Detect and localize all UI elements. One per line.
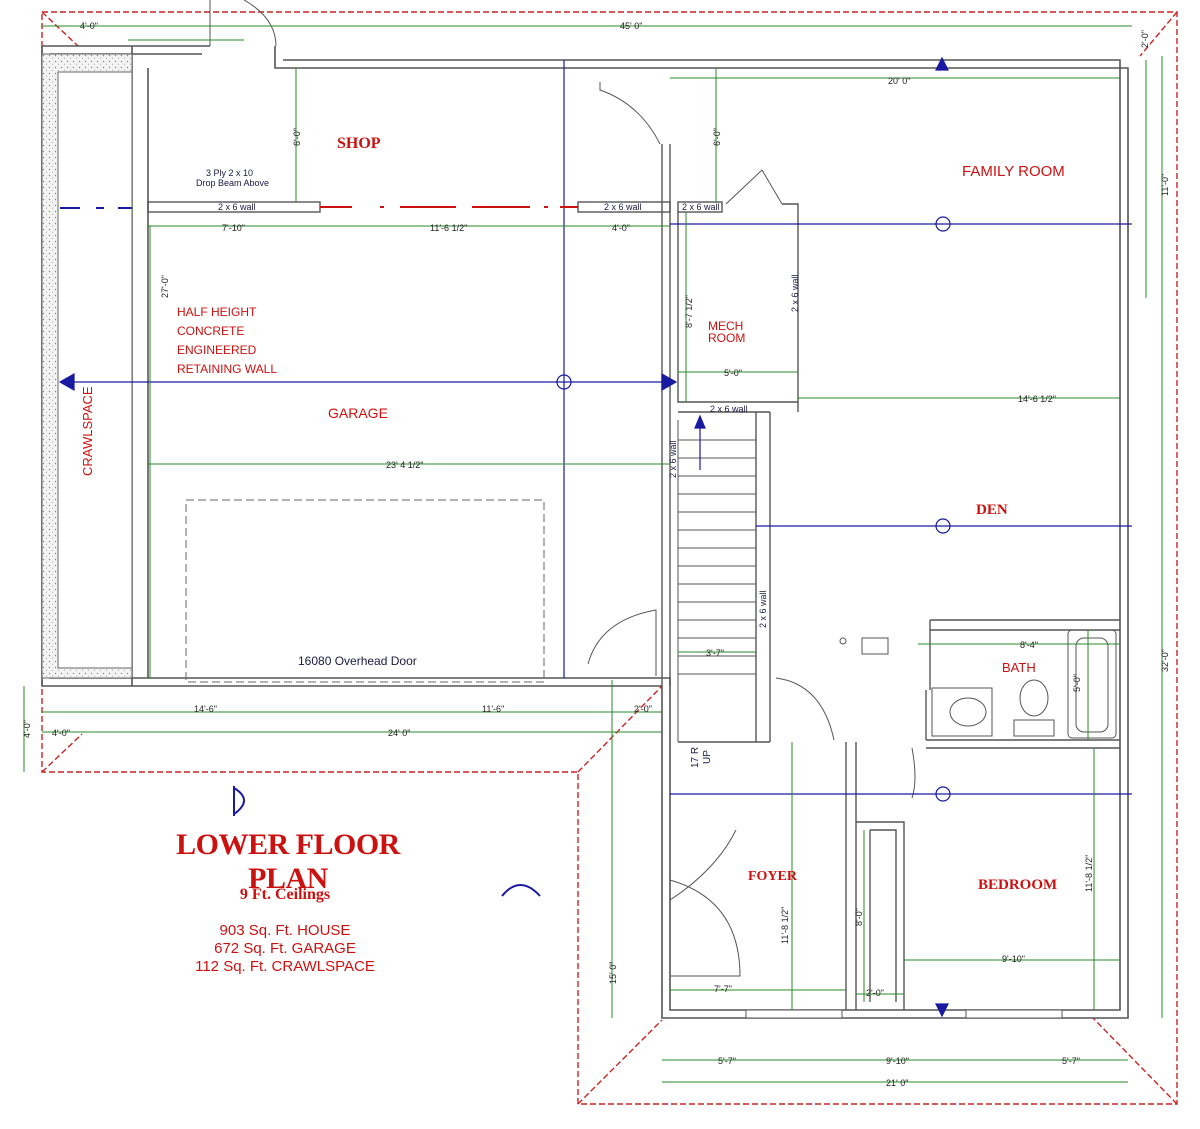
dim-11-8-half-bed: 11'-8 1/2" xyxy=(1084,855,1094,892)
dim-4-0-top: 4'-0" xyxy=(80,21,98,31)
dim-9-10-bed: 9'-10" xyxy=(1002,954,1025,964)
wall-note-line-4: RETAINING WALL xyxy=(177,362,277,376)
dim-15-0: 15' 0" xyxy=(608,962,618,984)
dim-4-0-side: 4'-0" xyxy=(22,720,32,738)
bath-fixtures xyxy=(839,629,1117,739)
dim-8-7-half: 8'-7 1/2" xyxy=(684,295,694,328)
room-label-garage: GARAGE xyxy=(328,405,388,421)
dim-6-0-family: 6'-0" xyxy=(712,128,722,146)
dim-6-0-shop: 6'-0" xyxy=(292,128,302,146)
room-label-shop: SHOP xyxy=(337,135,381,152)
room-label-mech-2: ROOM xyxy=(708,331,745,345)
beam-note-line-2: Drop Beam Above xyxy=(196,178,269,188)
staircase xyxy=(677,420,756,742)
dim-24-0: 24' 0" xyxy=(388,728,410,738)
dim-5-7-right: 5'-7" xyxy=(1062,1056,1080,1066)
interior-walls xyxy=(147,144,1120,1010)
wall-note-line-2: CONCRETE xyxy=(177,324,244,338)
area-crawlspace: 112 Sq. Ft. CRAWLSPACE xyxy=(195,958,375,975)
dim-9-10-bottom: 9'-10" xyxy=(886,1056,909,1066)
dim-8-4: 8'-4" xyxy=(1020,640,1038,650)
dim-5-0-bath: 5'-0" xyxy=(1072,674,1082,692)
wall-label-mech-bottom: 2 x 6 wall xyxy=(710,404,748,414)
dim-45-0: 45' 0" xyxy=(620,21,642,31)
dim-14-6-half: 14'-6 1/2" xyxy=(1018,394,1056,404)
dim-21-0: 21' 0" xyxy=(886,1078,908,1088)
wall-note-line-1: HALF HEIGHT xyxy=(177,305,257,319)
dim-7-10: 7'-10" xyxy=(222,223,245,233)
wall-label-stair-right: 2 x 6 wall xyxy=(758,590,768,628)
wall-note-line-3: ENGINEERED xyxy=(177,343,257,357)
dim-23-4-half: 23' 4 1/2" xyxy=(386,460,423,470)
windows xyxy=(745,1009,1063,1019)
beam-note-line-1: 3 Ply 2 x 10 xyxy=(206,168,253,178)
ceiling-height: 9 Ft. Ceilings xyxy=(239,886,331,903)
room-label-mech-1: MECH xyxy=(708,319,743,333)
dim-7-7: 7'-7" xyxy=(714,984,732,994)
doors xyxy=(209,0,916,977)
structural-axes xyxy=(58,56,1132,1018)
dim-32-0: 32'-0" xyxy=(1160,649,1170,672)
stairs-riser-label: 17 R xyxy=(690,747,701,768)
dim-2-0-top: 2'-0" xyxy=(1140,30,1150,48)
dim-11-6-half: 11'-6 1/2" xyxy=(430,223,467,233)
wall-label-mech-top: 2 x 6 wall xyxy=(682,202,720,212)
room-label-crawlspace: CRAWLSPACE xyxy=(80,386,95,476)
dim-5-0-mech: 5'-0" xyxy=(724,368,742,378)
wall-label-stair-left: 2 x 6 wall xyxy=(668,440,678,478)
section-markers xyxy=(233,786,541,897)
dim-5-7-left: 5'-7" xyxy=(718,1056,736,1066)
dim-3-7: 3'-7" xyxy=(706,648,724,658)
overhead-door xyxy=(185,499,545,683)
dim-11-8-half-foyer: 11'-8 1/2" xyxy=(780,907,790,944)
dim-14-6: 14'-6" xyxy=(194,704,217,714)
wall-label-shop-right: 2 x 6 wall xyxy=(604,202,642,212)
wall-label-mech-right: 2 x 6 wall xyxy=(790,274,800,312)
dim-11-0: 11'-0" xyxy=(1160,174,1170,196)
wall-label-shop-left: 2 x 6 wall xyxy=(218,202,256,212)
dim-2-0-bottom: 2'-0" xyxy=(634,704,652,714)
dim-4-0-mid: 4'-0" xyxy=(612,223,630,233)
dim-4-0-left: 4'-0" xyxy=(52,728,70,738)
room-label-bath: BATH xyxy=(1002,660,1036,675)
room-label-bedroom: BEDROOM xyxy=(978,877,1057,893)
dim-2-0-closet: 2'-0" xyxy=(866,988,884,998)
plan-title: LOWER FLOOR PLAN xyxy=(176,828,400,895)
stairs-up-label: UP xyxy=(702,750,713,764)
room-label-family-room: FAMILY ROOM xyxy=(962,163,1065,180)
overhead-door-label: 16080 Overhead Door xyxy=(298,654,417,668)
dim-27-0: 27'-0" xyxy=(160,275,170,298)
dim-8-0: 8'-0" xyxy=(854,908,864,926)
area-house: 903 Sq. Ft. HOUSE xyxy=(219,922,351,939)
dim-20-0: 20' 0" xyxy=(888,76,910,86)
dimension-lines xyxy=(23,25,1163,1083)
roof-outline xyxy=(41,11,1178,1105)
room-label-den: DEN xyxy=(976,502,1008,518)
dim-11-6: 11'-6" xyxy=(482,704,504,714)
room-label-foyer: FOYER xyxy=(748,869,798,884)
area-garage: 672 Sq. Ft. GARAGE xyxy=(214,940,356,957)
